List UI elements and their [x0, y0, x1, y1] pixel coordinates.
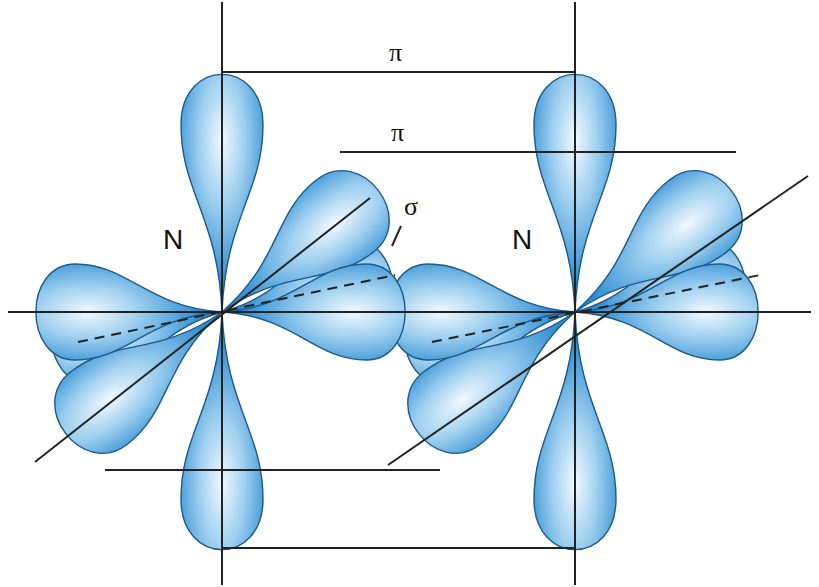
- pi-overlap-line: [222, 71, 575, 73]
- pi-overlap-line: [105, 469, 440, 471]
- pi-overlap-line: [222, 547, 575, 549]
- diagonal-axis: [388, 176, 808, 465]
- bond-axis: [8, 311, 811, 313]
- dashed-axis: [432, 275, 760, 342]
- pi-overlap-line: [340, 151, 736, 153]
- diagonal-axis: [35, 198, 370, 462]
- dashed-axis: [78, 275, 395, 342]
- pi-bond-label: π: [391, 120, 404, 146]
- atom-label: N: [512, 226, 532, 254]
- vertical-axis: [574, 2, 576, 585]
- vertical-axis: [221, 2, 223, 585]
- atom-label: N: [163, 226, 183, 254]
- pi-bond-label: π: [389, 40, 402, 66]
- sigma-bond-label: σ: [404, 194, 418, 220]
- leader-line: [392, 226, 401, 246]
